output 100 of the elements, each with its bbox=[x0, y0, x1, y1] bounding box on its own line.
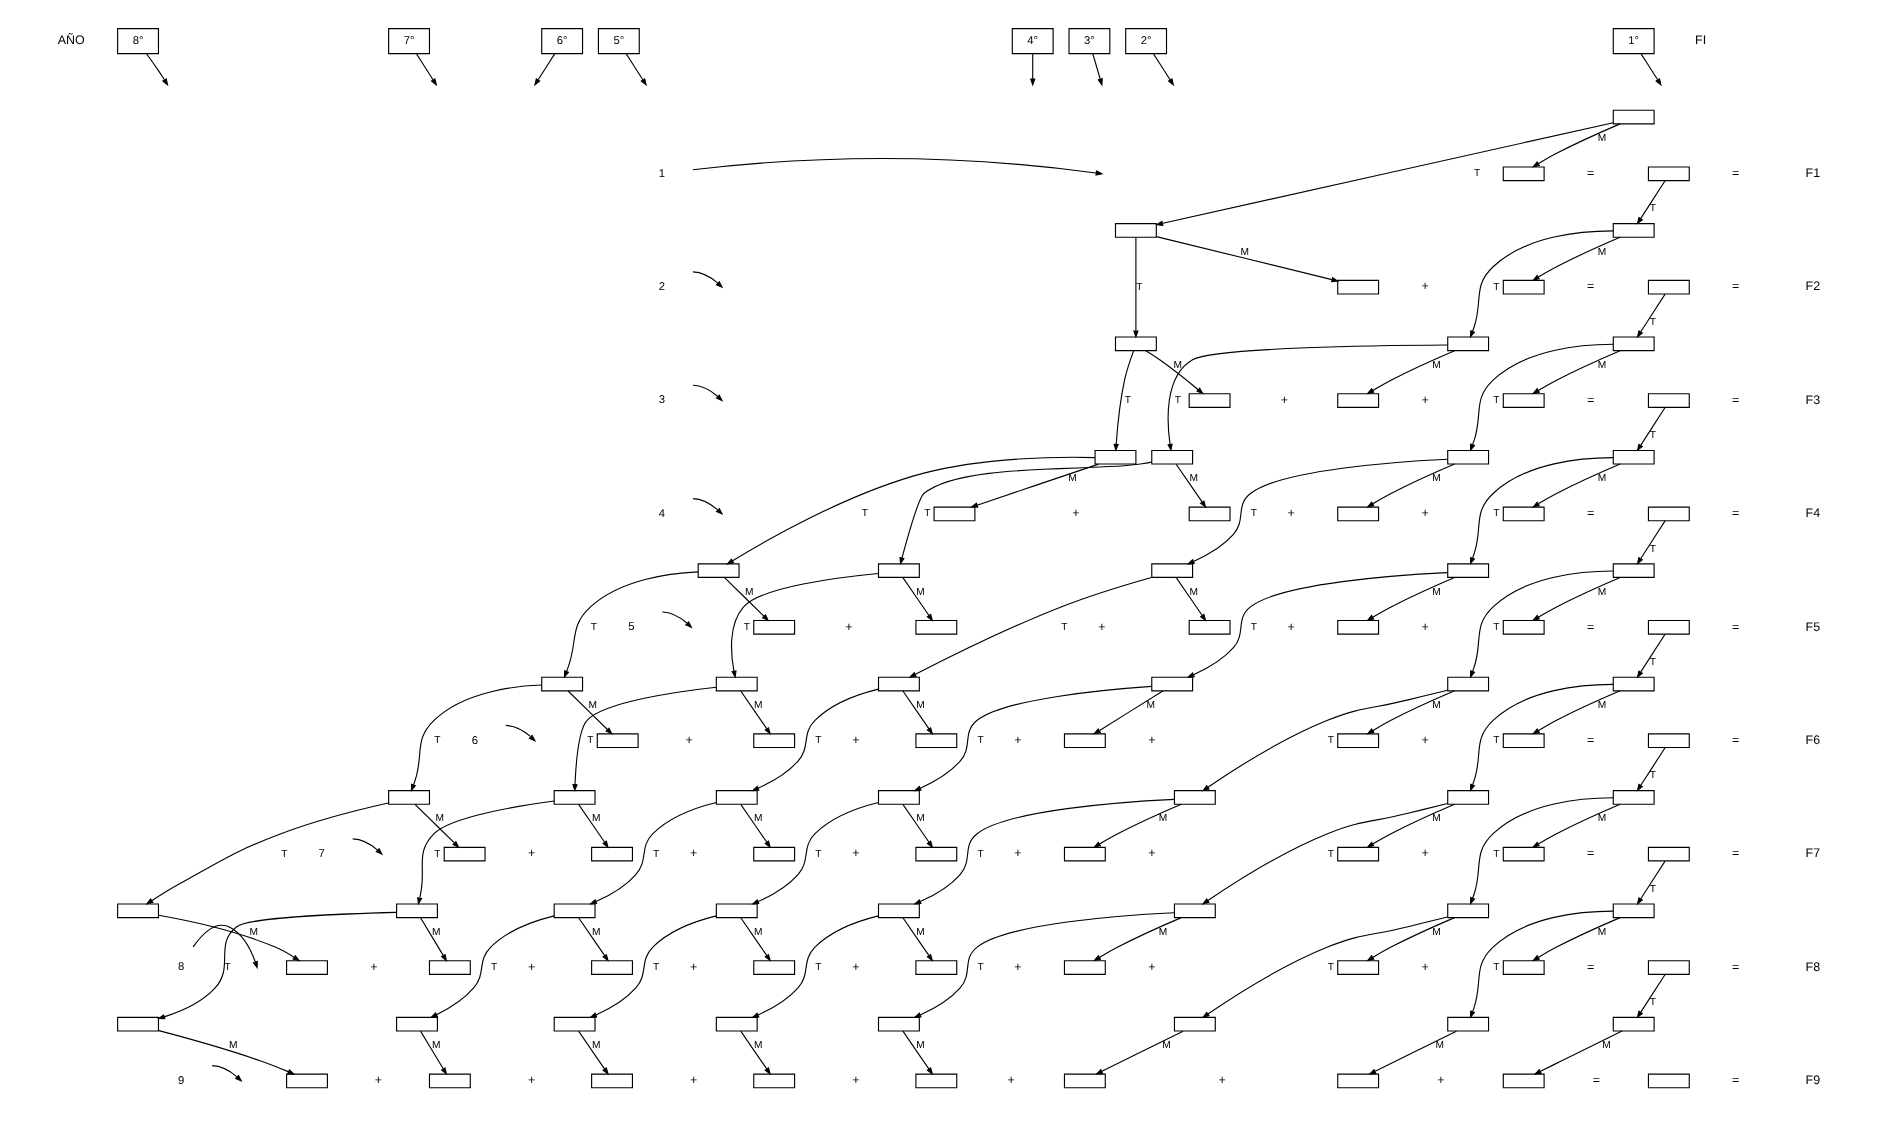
arrow bbox=[902, 917, 934, 962]
node-box bbox=[286, 1073, 328, 1089]
node-box bbox=[388, 790, 431, 805]
arrow bbox=[625, 53, 647, 87]
arrow bbox=[692, 498, 724, 516]
node-box bbox=[1447, 449, 1490, 465]
arrow bbox=[740, 690, 772, 736]
node-box bbox=[1447, 790, 1490, 805]
arrow bbox=[419, 1030, 448, 1076]
node-box bbox=[1612, 1016, 1655, 1032]
node-box bbox=[715, 903, 758, 919]
arrow bbox=[740, 803, 772, 849]
node-box bbox=[1114, 336, 1157, 352]
arrow bbox=[661, 611, 693, 629]
node-box bbox=[1447, 563, 1490, 578]
arrow bbox=[1167, 344, 1449, 452]
node-box bbox=[596, 733, 639, 749]
arrow bbox=[1531, 803, 1621, 848]
arrow bbox=[429, 915, 555, 1018]
arrow bbox=[1636, 860, 1666, 906]
node-box bbox=[877, 1016, 920, 1032]
node-box bbox=[117, 1016, 160, 1032]
node-box bbox=[1612, 449, 1655, 465]
arrow bbox=[1133, 237, 1139, 339]
arrow bbox=[1533, 1030, 1623, 1075]
node-box bbox=[753, 733, 796, 749]
arrow bbox=[563, 571, 699, 679]
node-box bbox=[591, 846, 633, 862]
node-box bbox=[1337, 279, 1380, 295]
node-box bbox=[1612, 676, 1655, 692]
node-box bbox=[541, 676, 584, 692]
node-box bbox=[1337, 506, 1380, 522]
arrow bbox=[414, 803, 460, 849]
arrow bbox=[1113, 350, 1135, 452]
node-box bbox=[1612, 563, 1655, 578]
node-box bbox=[396, 903, 438, 919]
arrow bbox=[913, 912, 1175, 1018]
node-box bbox=[591, 1073, 633, 1089]
node-box bbox=[1151, 676, 1194, 692]
node-box bbox=[1173, 790, 1216, 805]
arrow bbox=[1469, 797, 1614, 906]
arrow bbox=[1095, 1030, 1184, 1075]
arrow bbox=[1366, 917, 1456, 962]
node-box bbox=[1337, 393, 1380, 408]
arrow bbox=[1201, 803, 1449, 905]
arrow bbox=[902, 803, 934, 849]
node-box bbox=[1151, 563, 1194, 578]
node-box bbox=[697, 563, 740, 578]
node-box bbox=[753, 846, 796, 862]
arrow bbox=[1366, 690, 1456, 735]
arrow bbox=[902, 577, 934, 622]
arrow bbox=[751, 801, 880, 905]
node-box bbox=[1114, 223, 1157, 238]
node-box bbox=[1337, 960, 1380, 975]
node-box bbox=[553, 1016, 596, 1032]
node-box bbox=[591, 960, 633, 975]
node-box bbox=[1502, 619, 1545, 635]
node-box bbox=[1094, 449, 1137, 465]
arrow bbox=[145, 802, 389, 905]
node-box bbox=[1063, 1073, 1106, 1089]
node-box bbox=[1063, 733, 1106, 749]
arrow bbox=[578, 1030, 609, 1076]
node-box bbox=[1447, 336, 1490, 352]
arrow bbox=[1201, 916, 1449, 1019]
node-box bbox=[1447, 676, 1490, 692]
node-box bbox=[877, 790, 920, 805]
arrow bbox=[692, 157, 1104, 176]
node-box bbox=[753, 619, 796, 635]
node-box bbox=[1188, 506, 1231, 522]
arrow bbox=[1152, 53, 1175, 87]
node-box bbox=[1647, 393, 1690, 408]
arrow bbox=[410, 684, 543, 792]
node-box bbox=[1337, 1073, 1380, 1089]
arrow bbox=[902, 690, 934, 736]
node-box bbox=[428, 1073, 471, 1089]
arrow bbox=[192, 924, 258, 970]
arrow bbox=[1175, 463, 1207, 509]
node-box bbox=[286, 960, 328, 975]
arrow bbox=[1531, 576, 1621, 622]
arrow bbox=[902, 1030, 934, 1076]
arrow bbox=[534, 53, 556, 87]
arrow bbox=[1093, 917, 1182, 962]
arrow bbox=[724, 577, 770, 622]
node-box bbox=[1063, 960, 1106, 975]
arrow bbox=[1531, 123, 1621, 168]
arrow bbox=[970, 463, 1100, 508]
arrow bbox=[1201, 689, 1449, 792]
arrow bbox=[1640, 53, 1662, 87]
arrow bbox=[1093, 803, 1182, 848]
arrow bbox=[352, 838, 384, 856]
node-box bbox=[1188, 619, 1231, 635]
node-box bbox=[1502, 846, 1545, 862]
node-box bbox=[1647, 846, 1690, 862]
node-box bbox=[1502, 279, 1545, 295]
node-box bbox=[1647, 506, 1690, 522]
arrow bbox=[726, 456, 1096, 565]
node-box bbox=[915, 960, 958, 975]
arrow bbox=[1368, 1030, 1457, 1075]
arrow bbox=[1145, 350, 1204, 395]
arrow bbox=[1636, 747, 1666, 792]
